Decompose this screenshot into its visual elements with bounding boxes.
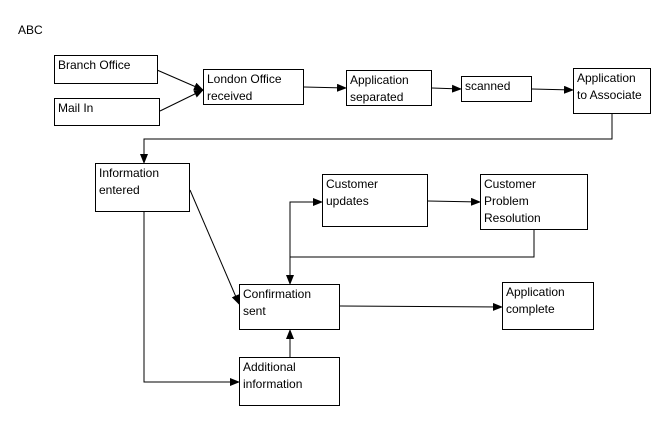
- node-branch-office: Branch Office: [54, 55, 158, 84]
- node-information-entered: Information entered: [95, 163, 190, 212]
- node-application-complete: Application complete: [502, 282, 594, 330]
- node-customer-updates: Customer updates: [322, 174, 428, 227]
- node-scanned: scanned: [461, 76, 532, 102]
- diagram-title: ABC: [18, 23, 43, 37]
- edge-confirmation-to-custupdates: [289, 198, 323, 257]
- node-additional-information: Additional information: [239, 357, 340, 406]
- node-mail-in: Mail In: [54, 98, 160, 126]
- node-confirmation-sent: Confirmation sent: [239, 284, 340, 330]
- edge-associate-to-entered: [140, 114, 613, 164]
- edge-confirmation-to-complete: [339, 302, 503, 311]
- node-application-separated: Application separated: [346, 70, 432, 106]
- edge-custresolution-to-confirmation: [286, 230, 535, 285]
- edge-separated-to-scanned: [431, 84, 462, 93]
- edge-entered-to-confirmation: [189, 189, 240, 305]
- node-london-office-received: London Office received: [203, 69, 304, 105]
- edge-london-to-separated: [303, 83, 347, 92]
- node-customer-problem-resolution: Customer Problem Resolution: [480, 174, 588, 230]
- edge-scanned-to-associate: [531, 85, 574, 94]
- edge-branch-to-london: [156, 69, 204, 91]
- edge-custupdates-to-custresolution: [427, 197, 481, 206]
- edge-entered-to-additional: [143, 212, 240, 386]
- node-application-to-associate: Application to Associate: [573, 68, 651, 114]
- edge-mail-to-london: [159, 89, 204, 112]
